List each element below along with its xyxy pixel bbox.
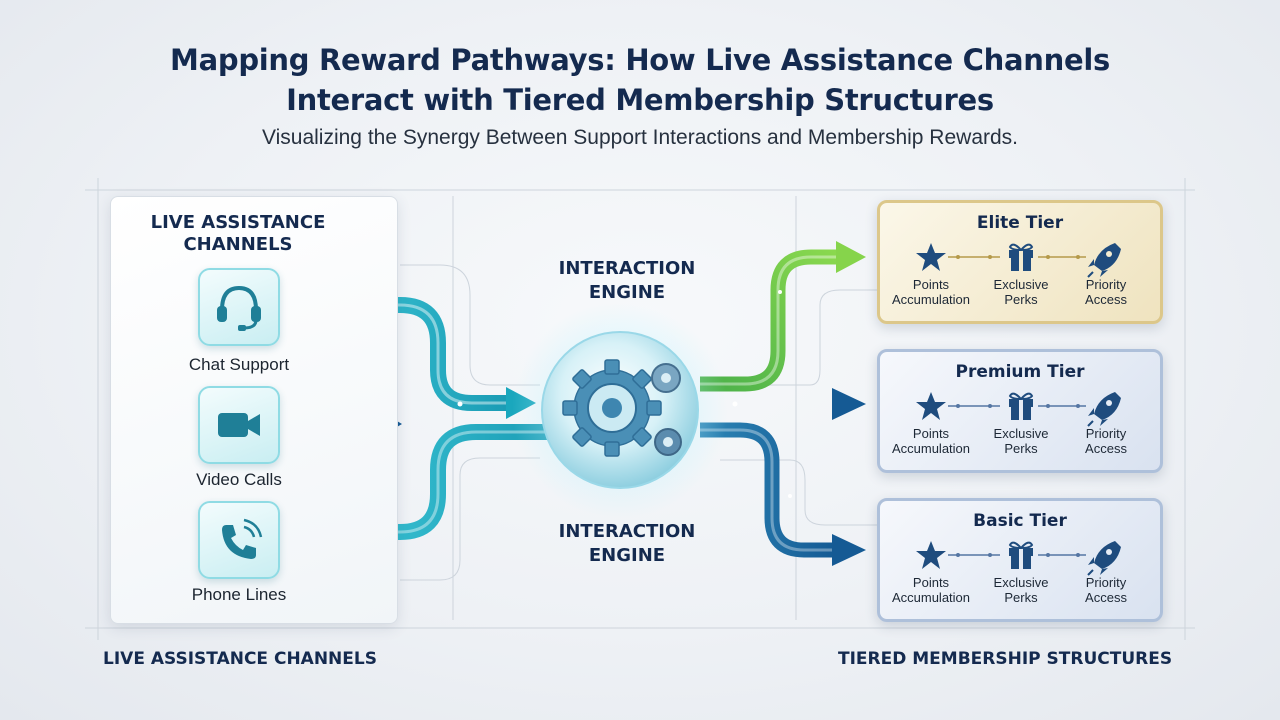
perk-line-1: Exclusive (993, 575, 1049, 590)
gift-icon (1008, 541, 1034, 569)
perk-line-1: Points (912, 426, 950, 441)
chat-flow-path (282, 297, 510, 411)
perk-line-1: Priority (1085, 426, 1127, 441)
perk-line-2: Access (1085, 292, 1127, 307)
engine-label-top-line-1: INTERACTION (558, 258, 696, 279)
tier-name: Basic Tier (973, 511, 1067, 531)
headset-icon (217, 285, 261, 331)
perk-line-2: Perks (1004, 441, 1038, 456)
perk-line-2: Access (1085, 590, 1127, 605)
perk-line-2: Perks (1004, 590, 1038, 605)
footer-right-label: TIERED MEMBERSHIP STRUCTURES (838, 649, 1173, 669)
engine-label-bottom-line-1: INTERACTION (558, 521, 696, 542)
tier-name: Premium Tier (955, 362, 1085, 382)
gift-icon (1008, 392, 1034, 420)
phone-lines-label: Phone Lines (191, 585, 287, 604)
channels-heading-line-2: CHANNELS (183, 234, 293, 255)
perk-line-2: Perks (1004, 292, 1038, 307)
star-icon (916, 541, 946, 569)
gift-icon (1008, 243, 1034, 271)
engine-label-top-line-2: ENGINE (588, 282, 666, 303)
elite-flow-arrowhead (836, 241, 866, 273)
perk-icons-row (916, 243, 1121, 278)
perk-line-1: Priority (1085, 575, 1127, 590)
rocket-icon (1087, 392, 1121, 427)
perk-line-1: Exclusive (993, 277, 1049, 292)
channels-heading-line-1: LIVE ASSISTANCE (150, 212, 326, 233)
sparkles (457, 290, 792, 498)
tier-name: Elite Tier (976, 213, 1064, 233)
perk-line-1: Points (912, 277, 950, 292)
rocket-icon (1087, 243, 1121, 278)
title-line-1: Mapping Reward Pathways: How Live Assist… (170, 43, 1110, 77)
premium-flow-arrowhead (832, 388, 866, 420)
engine-label-bottom: INTERACTION ENGINE (527, 520, 727, 568)
perk-line-1: Points (912, 575, 950, 590)
perk-line-1: Exclusive (993, 426, 1049, 441)
perk-icons-row (916, 541, 1121, 576)
perk-line-1: Priority (1085, 277, 1127, 292)
elite-flow-path (700, 249, 840, 392)
perk-line-2: Accumulation (891, 590, 971, 605)
footer-left-label: LIVE ASSISTANCE CHANNELS (103, 649, 377, 669)
rocket-icon (1087, 541, 1121, 576)
chat-support-tile[interactable] (198, 268, 280, 346)
basic-flow-path (700, 422, 836, 558)
engine-label-top: INTERACTION ENGINE (527, 257, 727, 305)
perk-line-2: Accumulation (891, 292, 971, 307)
perk-line-2: Access (1085, 441, 1127, 456)
engine-label-bottom-line-2: ENGINE (588, 545, 666, 566)
video-calls-label: Video Calls (196, 470, 282, 489)
page-title: Mapping Reward Pathways: How Live Assist… (0, 40, 1280, 120)
phone-flow-path (282, 424, 560, 540)
channels-heading: LIVE ASSISTANCE CHANNELS (110, 212, 366, 256)
gear-icon (562, 359, 682, 457)
title-line-2: Interact with Tiered Membership Structur… (286, 83, 994, 117)
page-subtitle: Visualizing the Synergy Between Support … (261, 126, 1019, 149)
perk-icons-row (916, 392, 1121, 427)
phone-icon (222, 518, 263, 559)
star-icon (916, 243, 946, 271)
video-camera-icon (218, 413, 260, 437)
star-icon (916, 392, 946, 420)
basic-flow-arrowhead (832, 534, 866, 566)
perk-line-2: Accumulation (891, 441, 971, 456)
video-calls-tile[interactable] (198, 386, 280, 464)
chat-support-label: Chat Support (188, 355, 290, 374)
phone-lines-tile[interactable] (198, 501, 280, 579)
